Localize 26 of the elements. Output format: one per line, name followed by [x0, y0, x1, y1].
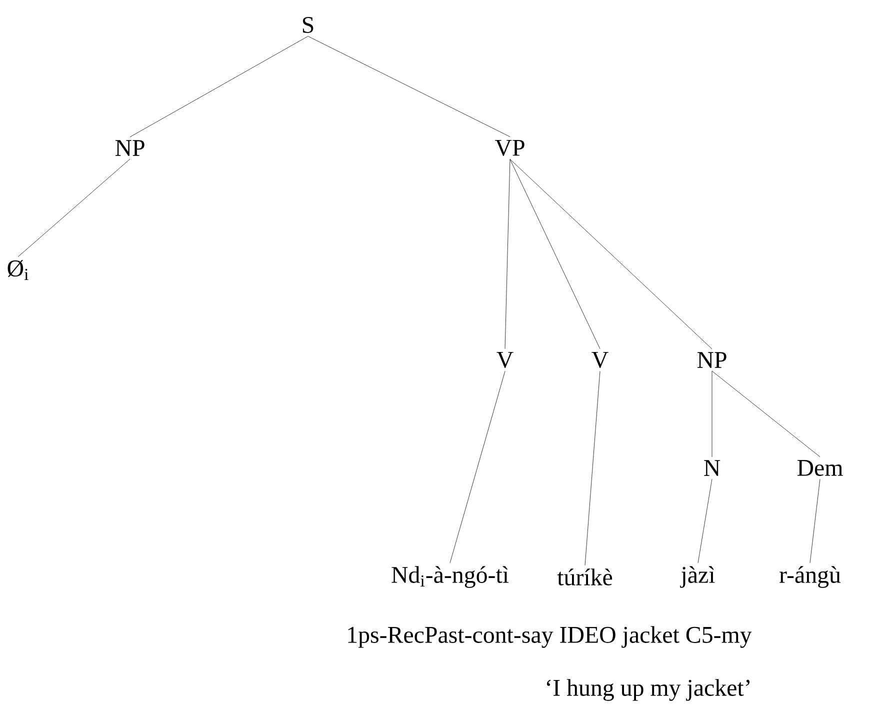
- tree-branch: [510, 159, 712, 350]
- tree-branch: [504, 159, 510, 349]
- tree-node-label: V: [496, 352, 514, 368]
- translation-text: ‘I hung up my jacket’: [546, 679, 750, 701]
- tree-branch: [130, 36, 308, 138]
- tree-node-label: túríkè: [557, 568, 612, 586]
- tree-node-label: r-ángù: [780, 566, 841, 588]
- tree-node-label: Ø$_{i}$: [8, 260, 28, 280]
- tree-branch: [510, 159, 600, 349]
- tree-branch: [698, 478, 712, 564]
- tree-node-label: jàzì: [680, 566, 715, 588]
- tree-node-label: Dem: [797, 460, 843, 476]
- tree-node-label: NP: [115, 140, 144, 156]
- tree-node-label: S: [302, 16, 314, 34]
- tree-node-label: N: [704, 460, 720, 476]
- tree-branch: [308, 36, 510, 137]
- tree-node-label: VP: [495, 140, 524, 156]
- tree-node-label: Nd$_{i}$-à-ngó-tì: [392, 566, 509, 588]
- tree-node-label: NP: [697, 352, 726, 368]
- gloss-line: 1ps-RecPast-cont-say IDEO jacket C5-my: [348, 626, 752, 648]
- tree-branch: [712, 370, 820, 458]
- tree-branch: [810, 478, 820, 564]
- tree-branch: [584, 371, 600, 566]
- tree-node-label: V: [592, 352, 608, 368]
- tree-branch: [18, 158, 130, 258]
- tree-branch: [450, 371, 506, 564]
